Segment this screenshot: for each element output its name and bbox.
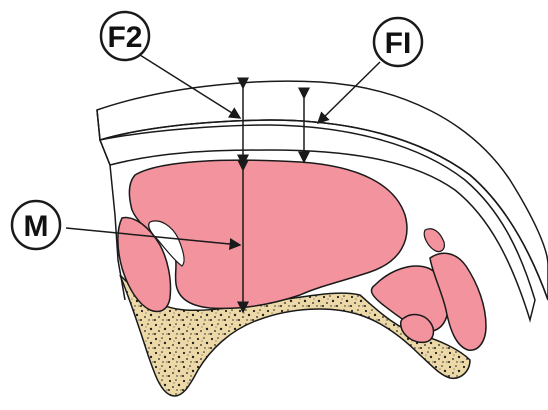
- right-muscle-tail: [424, 229, 444, 252]
- m-label-text: M: [24, 210, 49, 243]
- f2-label: F2: [101, 12, 149, 60]
- m-label: M: [12, 201, 60, 249]
- f1-label: FI: [374, 18, 422, 66]
- f1-label-text: FI: [385, 27, 412, 60]
- f2-label-text: F2: [107, 21, 142, 54]
